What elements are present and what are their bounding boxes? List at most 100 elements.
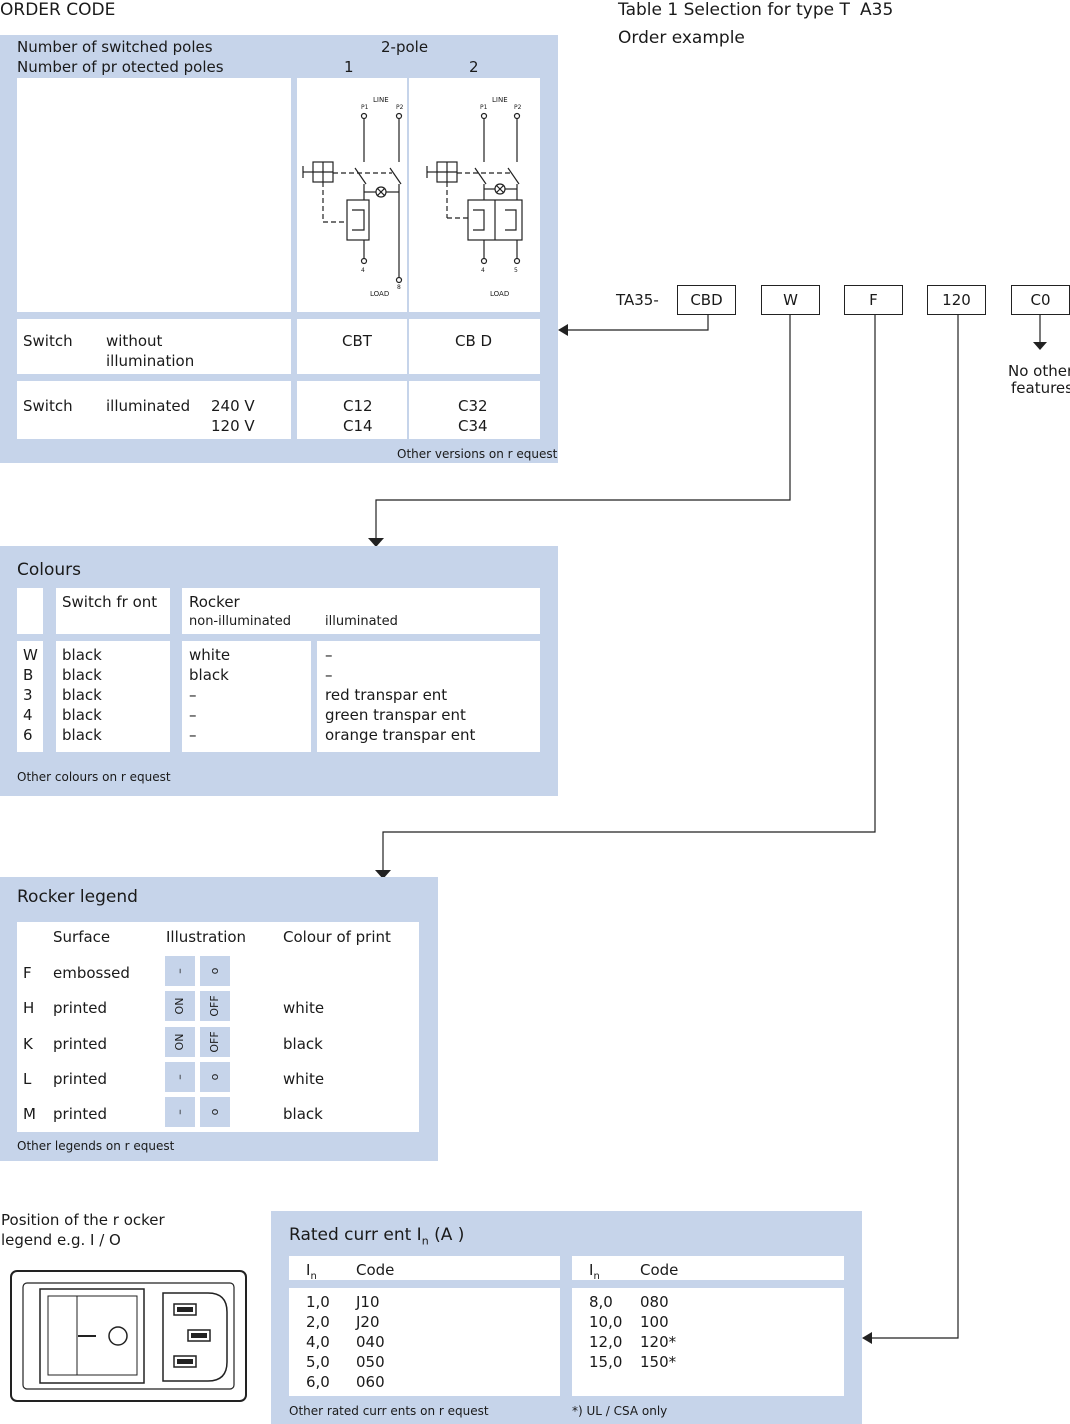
colour-illum: orange transpar ent [325,726,476,744]
legend-rocker-on: – [165,956,195,986]
legend-rocker-off-text: o [208,967,221,975]
legend-rocker-off: o [200,956,230,986]
col-colour-of-print: Colour of print [283,928,391,946]
legend-print-colour: white [283,1069,325,1088]
col-illustration: Illustration [166,928,247,946]
blank-cell [17,78,291,312]
legend-code: M [23,1105,36,1124]
rated-in: 6,0 [306,1373,330,1391]
voltage-120: 120 V [211,417,255,435]
order-box-120: 120 [927,285,986,315]
rated-code: 120* [640,1333,677,1351]
rated-left-header [289,1256,560,1280]
colour-non-illum: black [189,666,229,684]
colour-illum: – [325,666,333,684]
code-c12: C12 [343,397,373,415]
legend-rocker-on-text: ON [173,997,186,1015]
legend-rocker-on: – [165,1097,195,1128]
order-prefix: TA35- [616,291,659,309]
colours-header-front [56,588,170,634]
rocker-legend-footer: Other legends on r equest [17,1139,175,1153]
colour-code: B [23,666,34,684]
legend-surface: printed [53,1069,107,1088]
diagram2-p2: P2 [514,104,522,111]
legend-rocker-on-text: – [173,1109,186,1115]
diagram2-terminal-4: 4 [481,267,485,274]
row-without-desc2: illumination [106,352,195,370]
row-illum-label-cell [17,381,291,439]
col-switch-front: Switch fr ont [62,593,158,611]
order-box-c0: C0 [1011,285,1070,315]
code-c32: C32 [458,397,488,415]
legend-surface: printed [53,999,107,1018]
table-title: Table 1 Selection for type T [618,0,850,20]
rated-code: 050 [356,1353,385,1371]
rated-in: 2,0 [306,1313,330,1331]
diagram1-p1: P1 [361,104,369,111]
colour-code: 6 [23,726,33,744]
legend-rocker-off: o [200,1061,230,1092]
rated-current-title: Rated curr ent In (A ) [289,1225,464,1251]
colour-code: 4 [23,706,33,724]
legend-rocker-off-text: OFF [208,995,221,1017]
position-label-2: legend e.g. I / O [1,1231,121,1249]
row-without-desc1: without [106,332,163,350]
col-surface: Surface [53,928,111,946]
legend-rocker-on: ON [165,991,195,1022]
legend-rocker-off-text: o [208,1073,221,1081]
rated-right-col-code: Code [640,1261,679,1279]
rated-current-title-unit: (A ) [428,1225,465,1245]
rated-left-col-code: Code [356,1261,395,1279]
diagram-cell-1 [297,78,407,312]
rated-left-col-in-sub: n [310,1271,317,1282]
diagram1-terminal-4: 4 [361,267,365,274]
rated-code: 100 [640,1313,669,1331]
legend-code: L [23,1069,32,1088]
code-cbd: CB D [455,332,493,350]
rated-right-col-in: In [589,1260,600,1287]
colour-illum: green transpar ent [325,706,466,724]
colour-non-illum: – [189,706,197,724]
protected-poles-2: 2 [469,58,479,76]
code-c14: C14 [343,417,373,435]
rated-in: 8,0 [589,1293,613,1311]
diagram1-p2: P2 [396,104,404,111]
colours-footer: Other colours on r equest [17,770,171,784]
order-box-cbd: CBD [677,285,736,315]
legend-rocker-on: ON [165,1026,195,1057]
page-title: ORDER CODE [0,0,116,20]
colour-illum: – [325,646,333,664]
row-without-switch: Switch [23,332,73,350]
rated-code: 040 [356,1333,385,1351]
legend-rocker-on: – [165,1061,195,1092]
legend-rocker-on-text: ON [173,1033,186,1051]
colour-illum: red transpar ent [325,686,448,704]
col-rocker: Rocker [189,593,240,611]
row-without-label-cell [17,319,291,374]
order-box-f: F [844,285,903,315]
protected-poles-1: 1 [344,58,354,76]
diagram2-load: LOAD [490,290,510,298]
diagram2-terminal-5: 5 [514,267,518,274]
legend-rocker-off: OFF [200,1026,230,1057]
legend-surface: printed [53,1034,107,1053]
rated-footer-left: Other rated curr ents on r equest [289,1404,489,1418]
switched-poles-value: 2-pole [381,38,429,56]
protected-poles-label: Number of pr otected poles [17,58,224,76]
rated-in: 15,0 [589,1353,623,1371]
switched-poles-label: Number of switched poles [17,38,213,56]
order-box-w: W [761,285,820,315]
rated-code: 080 [640,1293,669,1311]
diagram2-p1: P1 [480,104,488,111]
col-illuminated: illuminated [325,614,398,629]
colour-front: black [62,646,102,664]
colour-code: 3 [23,686,33,704]
row-illum-desc: illuminated [106,397,191,415]
legend-surface: printed [53,1105,107,1124]
voltage-240: 240 V [211,397,255,415]
order-example-label: Order example [618,28,745,48]
type-code: A35 [860,0,894,20]
colour-code: W [23,646,38,664]
rated-right-col-in-sub: n [593,1271,600,1282]
code-c34: C34 [458,417,488,435]
